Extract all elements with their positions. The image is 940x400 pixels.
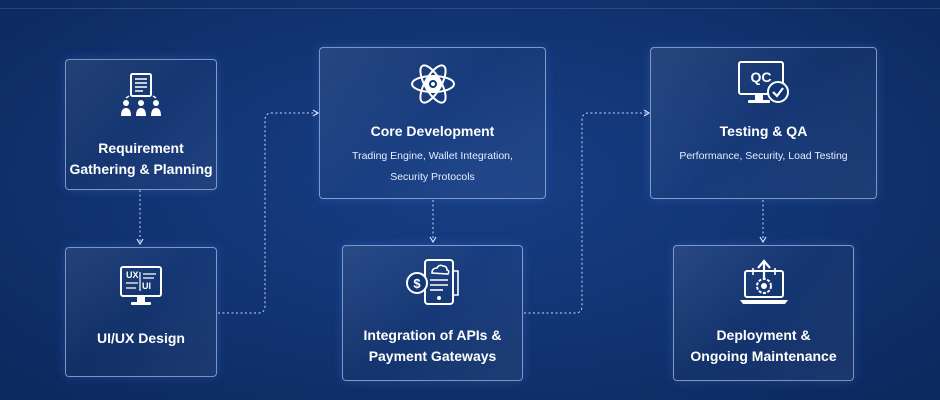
payment-api-icon: $ (405, 259, 459, 305)
step-core-card: Core Development Trading Engine, Wallet … (319, 47, 546, 199)
ui-label: UI (142, 281, 151, 291)
step-uiux-title: UI/UX Design (97, 330, 185, 346)
top-divider (0, 0, 940, 9)
step-testing-card: QC Testing & QA Performance, Security, L… (650, 47, 877, 199)
connector-uiux-to-core (218, 109, 320, 314)
step-deployment-title: Deployment & Ongoing Maintenance (690, 327, 837, 364)
step-testing-title: Testing & QA (719, 123, 808, 139)
step-testing-subtitle: Performance, Security, Load Testing (679, 150, 848, 162)
step-deployment-card: Deployment & Ongoing Maintenance (673, 245, 854, 381)
ux-ui-monitor-icon: UX UI (120, 266, 162, 305)
atom-gear-icon (410, 64, 455, 104)
connector-apis-to-testing (524, 109, 651, 314)
qc-label: QC (750, 69, 771, 85)
requirements-team-icon (121, 73, 161, 116)
step-uiux-card: UX UI UI/UX Design (65, 247, 217, 377)
qc-monitor-icon: QC (737, 61, 789, 103)
step-requirement-card: Requirement Gathering & Planning (65, 59, 217, 190)
step-core-title: Core Development (370, 123, 495, 139)
step-requirement-title: Requirement Gathering & Planning (69, 140, 213, 177)
svg-text:$: $ (413, 276, 421, 291)
deployment-laptop-icon (739, 259, 788, 304)
step-apis-title: Integration of APIs & Payment Gateways (363, 327, 502, 364)
step-core-subtitle: Trading Engine, Wallet Integration, Secu… (352, 150, 513, 183)
ux-label: UX (126, 270, 139, 280)
step-apis-card: $ Integration of APIs & Payment Gateways (342, 245, 523, 381)
